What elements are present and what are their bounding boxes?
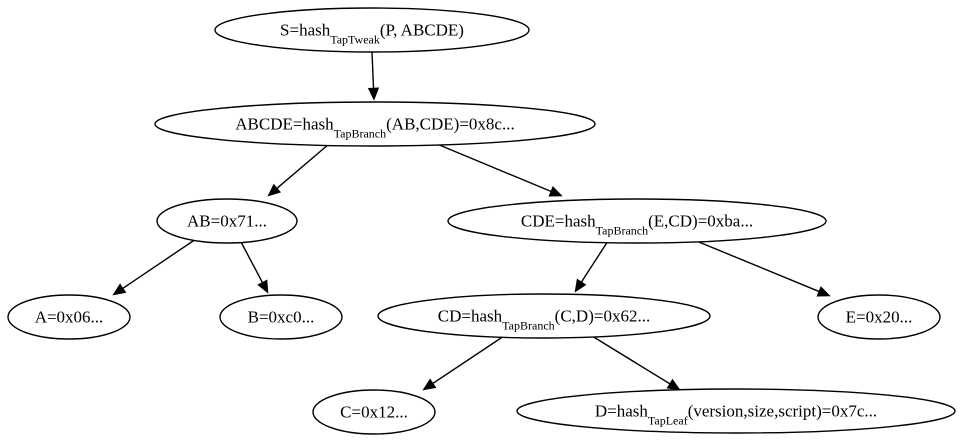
node-ellipse-c[interactable]: [312, 389, 436, 435]
edge-ab-to-b: [240, 241, 269, 294]
edge-line: [240, 241, 264, 283]
edge-s-to-abcde: [367, 51, 380, 101]
edge-cd-to-c: [422, 335, 505, 391]
arrowhead-icon: [112, 283, 127, 296]
arrowhead-icon: [816, 286, 831, 297]
node-ellipse-d[interactable]: [516, 388, 956, 434]
edges-layer: [112, 51, 831, 391]
node-ellipse-a[interactable]: [7, 294, 131, 340]
arrowhead-icon: [574, 278, 587, 293]
arrowhead-icon: [267, 183, 282, 197]
arrowhead-icon: [422, 378, 437, 391]
arrowhead-icon: [666, 378, 681, 391]
arrowhead-icon: [257, 279, 269, 294]
edge-abcde-to-ab: [267, 143, 330, 197]
node-ellipse-cd[interactable]: [377, 293, 711, 339]
edge-line: [580, 240, 609, 283]
node-ellipse-s[interactable]: [214, 7, 530, 53]
edge-line: [693, 239, 820, 293]
node-ellipse-ab[interactable]: [156, 198, 298, 244]
node-ellipse-e[interactable]: [817, 294, 941, 340]
edge-cd-to-d: [591, 335, 681, 391]
arrowhead-icon: [367, 87, 380, 101]
node-ellipse-b[interactable]: [219, 294, 343, 340]
edge-line: [591, 335, 671, 385]
edge-ab-to-a: [112, 238, 197, 296]
edge-line: [371, 51, 375, 89]
edge-cde-to-cd: [574, 240, 609, 293]
edge-line: [122, 238, 197, 289]
edge-cde-to-e: [693, 239, 831, 297]
edge-abcde-to-cde: [436, 143, 563, 197]
nodes-layer: [7, 7, 956, 435]
node-ellipse-abcde[interactable]: [154, 101, 596, 147]
edge-line: [432, 335, 505, 384]
node-ellipse-cde[interactable]: [447, 198, 827, 244]
edge-line: [276, 143, 330, 189]
edge-line: [436, 143, 552, 193]
arrowhead-icon: [548, 186, 563, 197]
